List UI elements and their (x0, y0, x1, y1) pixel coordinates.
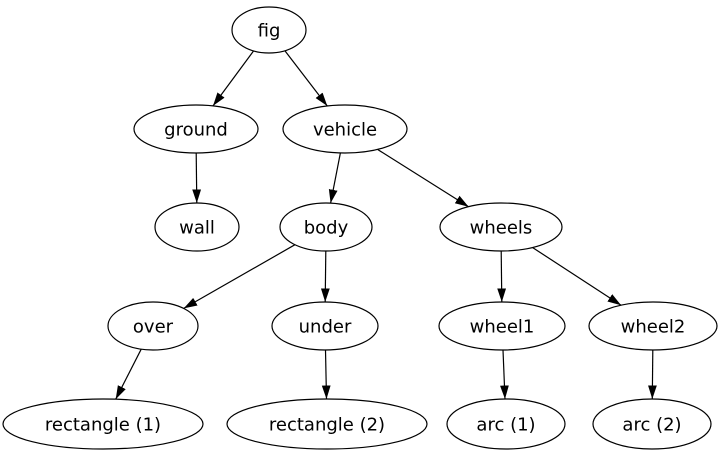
edge-vehicle-body (328, 152, 341, 204)
node-label-arc2: arc (2) (622, 415, 681, 436)
edge-body-over (183, 244, 296, 309)
edge-fig-vehicle (284, 50, 328, 107)
node-under: under (271, 301, 379, 351)
node-over: over (107, 301, 199, 351)
node-vehicle: vehicle (282, 104, 408, 154)
node-label-under: under (299, 317, 352, 338)
node-ground: ground (133, 104, 259, 154)
node-ellipse-body (279, 202, 373, 252)
node-ellipse-wheel1 (438, 301, 566, 351)
node-label-fig: fig (258, 21, 281, 42)
node-ellipse-over (107, 301, 199, 351)
edge-body-under (320, 250, 330, 303)
node-ellipse-fig (231, 6, 307, 54)
node-arc1: arc (1) (446, 398, 566, 450)
edge-over-rectangle1 (115, 348, 142, 400)
node-body: body (279, 202, 373, 252)
node-wheels: wheels (439, 202, 563, 252)
node-ellipse-ground (133, 104, 259, 154)
node-fig: fig (231, 6, 307, 54)
node-rectangle1: rectangle (1) (2, 398, 204, 450)
node-label-ground: ground (164, 120, 228, 141)
node-ellipse-rectangle2 (226, 398, 428, 450)
edges-layer (115, 50, 657, 400)
node-ellipse-under (271, 301, 379, 351)
node-wheel1: wheel1 (438, 301, 566, 351)
edge-wheels-wheel2 (532, 246, 622, 306)
edge-vehicle-wheels (377, 148, 469, 208)
node-label-wall: wall (179, 218, 215, 239)
node-ellipse-rectangle1 (2, 398, 204, 450)
edge-wheel2-arc2 (648, 349, 657, 400)
node-label-rectangle2: rectangle (2) (269, 415, 385, 436)
node-wall: wall (154, 202, 240, 252)
node-label-rectangle1: rectangle (1) (45, 415, 161, 436)
node-label-vehicle: vehicle (313, 120, 377, 141)
node-ellipse-vehicle (282, 104, 408, 154)
edge-fig-ground (212, 50, 255, 107)
node-label-over: over (133, 317, 174, 338)
edge-under-rectangle2 (321, 349, 331, 400)
node-arc2: arc (2) (592, 398, 712, 450)
node-rectangle2: rectangle (2) (226, 398, 428, 450)
node-label-body: body (304, 218, 349, 239)
node-label-wheel2: wheel2 (621, 317, 686, 338)
node-wheel2: wheel2 (588, 301, 718, 351)
edge-wheel1-arc1 (500, 349, 509, 400)
edge-wheels-wheel1 (497, 250, 507, 303)
node-ellipse-wheels (439, 202, 563, 252)
nodes-layer: fig ground vehicle wall body wheels over under w… (2, 6, 718, 450)
node-ellipse-wheel2 (588, 301, 718, 351)
edge-ground-wall (192, 152, 202, 204)
node-label-wheel1: wheel1 (470, 317, 535, 338)
node-label-arc1: arc (1) (476, 415, 535, 436)
node-ellipse-arc2 (592, 398, 712, 450)
node-label-wheels: wheels (470, 218, 533, 239)
node-ellipse-arc1 (446, 398, 566, 450)
node-ellipse-wall (154, 202, 240, 252)
